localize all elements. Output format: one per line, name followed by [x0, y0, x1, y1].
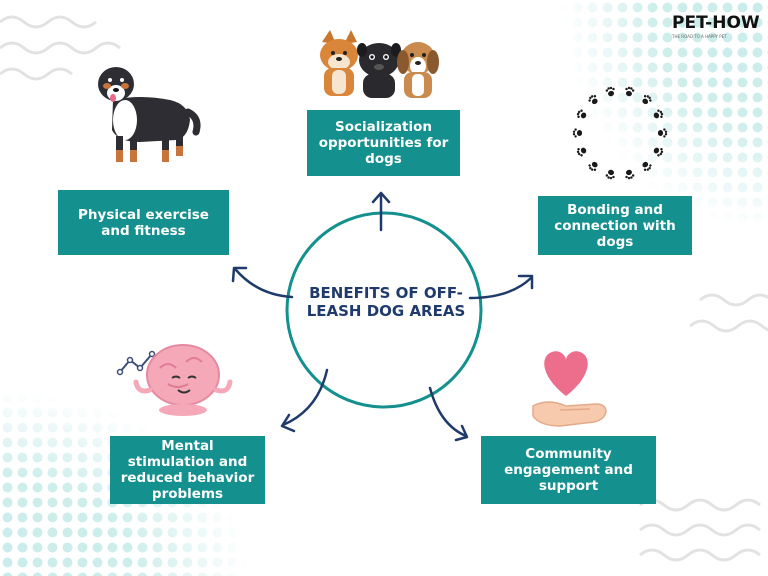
logo-tagline: THE ROAD TO A HAPPY PET	[672, 34, 727, 39]
arrow-left	[231, 266, 294, 299]
arrows	[231, 191, 534, 442]
pet-how-logo: PET-HOW THE ROAD TO A HAPPY PET	[672, 13, 764, 39]
paw-print-icon	[657, 128, 668, 138]
paw-print-icon	[576, 147, 587, 157]
paw-print-icon	[572, 128, 583, 138]
dot-pattern-top-right	[560, 0, 768, 230]
center-ring	[285, 211, 483, 409]
paw-print-icon	[642, 161, 652, 172]
arrow-right	[468, 274, 534, 300]
paw-print-icon	[588, 94, 598, 105]
center-title: BENEFITS OF OFF-LEASH DOG AREAS	[306, 284, 466, 320]
paw-print-icon	[588, 161, 598, 172]
benefit-mental: Mental stimulation and reduced behavior …	[110, 436, 265, 504]
logo-text: PET-HOW	[672, 13, 760, 33]
paw-ring-icon	[572, 86, 668, 180]
benefit-socialization: Socialization opportunities for dogs	[307, 110, 460, 176]
paw-print-icon	[605, 86, 615, 97]
benefit-exercise: Physical exercise and fitness	[58, 190, 229, 255]
paw-print-icon	[605, 169, 615, 180]
benefit-bonding: Bonding and connection with dogs	[538, 196, 692, 255]
benefit-label: Physical exercise and fitness	[78, 206, 209, 239]
benefit-label: Socialization opportunities for dogs	[318, 119, 449, 167]
heart-hand-icon	[532, 351, 607, 427]
paw-print-icon	[653, 147, 664, 157]
waves-right	[689, 293, 768, 333]
bernese-dog-icon	[98, 67, 201, 162]
paw-print-icon	[653, 109, 664, 119]
paw-print-icon	[642, 94, 652, 105]
waves-top-left	[0, 15, 121, 81]
arrow-lower-left	[280, 368, 329, 433]
paw-print-icon	[625, 169, 635, 180]
three-dogs-icon	[320, 30, 439, 98]
arrow-lower-right	[428, 386, 469, 442]
benefit-community: Community engagement and support	[481, 436, 656, 504]
benefit-label: Community engagement and support	[504, 446, 633, 494]
benefit-label: Mental stimulation and reduced behavior …	[120, 438, 255, 502]
arrow-up	[371, 191, 391, 232]
waves-bottom-right	[639, 498, 761, 562]
brain-icon	[116, 344, 233, 416]
benefit-label: Bonding and connection with dogs	[554, 201, 676, 250]
paw-print-icon	[576, 109, 587, 119]
paw-print-icon	[625, 86, 635, 97]
